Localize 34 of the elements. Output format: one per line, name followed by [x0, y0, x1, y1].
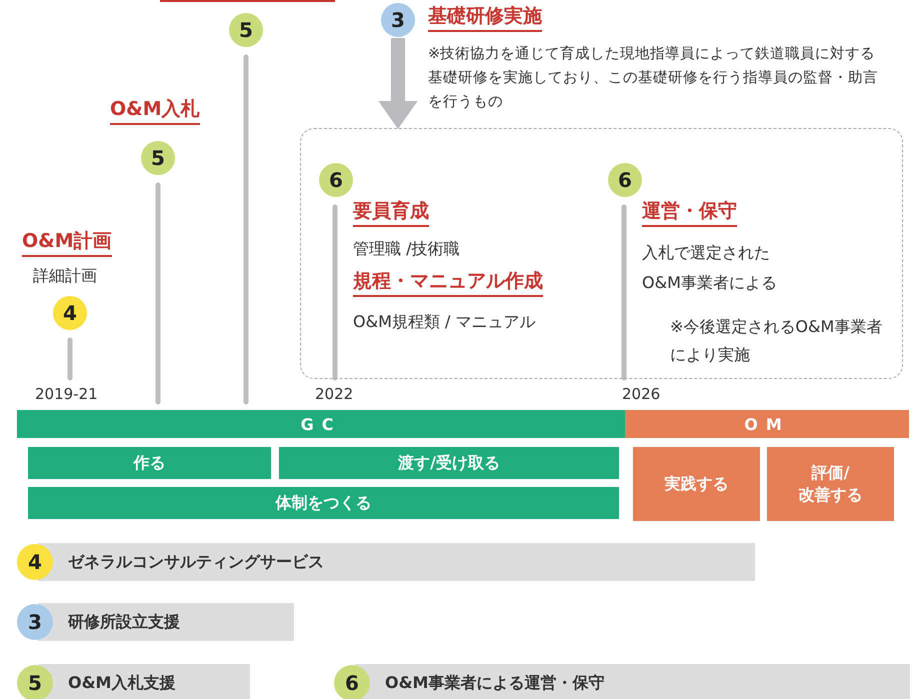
year-label: 2022: [315, 385, 354, 403]
number-badge: 6: [608, 163, 642, 197]
arrow: [378, 38, 418, 129]
phase-bar: 作る: [28, 447, 271, 479]
note: 管理職 /技術職: [353, 239, 460, 258]
note: 入札で選定されたO&M事業者による: [642, 242, 778, 294]
heading: O&M入札: [110, 98, 200, 125]
heading: 要員育成: [353, 200, 429, 227]
phase-bar: GC: [17, 410, 625, 438]
number-badge: 3: [381, 3, 415, 37]
dashed-frame: [300, 128, 903, 379]
phase-bar: 実践する: [633, 447, 760, 521]
year-label: 2019-21: [35, 385, 98, 403]
note: 詳細計画: [33, 266, 97, 286]
number-badge: 5: [17, 665, 53, 699]
number-badge: 5: [141, 141, 175, 175]
number-badge: 6: [334, 665, 370, 699]
number-badge: 4: [17, 544, 53, 580]
note: O&M規程類 / マニュアル: [353, 312, 536, 332]
number-badge: 4: [53, 296, 87, 330]
number-badge: 6: [319, 163, 353, 197]
heading: 運営・保守: [642, 200, 737, 227]
heading: O&M計画: [22, 230, 112, 257]
heading: 規程・マニュアル作成: [353, 270, 543, 297]
phase-bar: 評価/改善する: [767, 447, 894, 521]
number-badge: 3: [17, 604, 53, 640]
number-badge: 5: [229, 13, 263, 47]
year-label: 2026: [622, 385, 660, 403]
phase-bar: OM: [625, 410, 909, 438]
phase-bar: 体制をつくる: [28, 487, 619, 519]
heading: 基礎研修実施: [428, 5, 542, 32]
note: ※技術協力を通じて育成した現地指導員によって鉄道職員に対する基礎研修を実施しており、この基礎研修を行う指導員の監督・助言を行うもの: [428, 44, 879, 112]
phase-bar: 渡す/受け取る: [279, 447, 619, 479]
note: ※今後選定されるO&M事業者により実施: [670, 316, 884, 366]
